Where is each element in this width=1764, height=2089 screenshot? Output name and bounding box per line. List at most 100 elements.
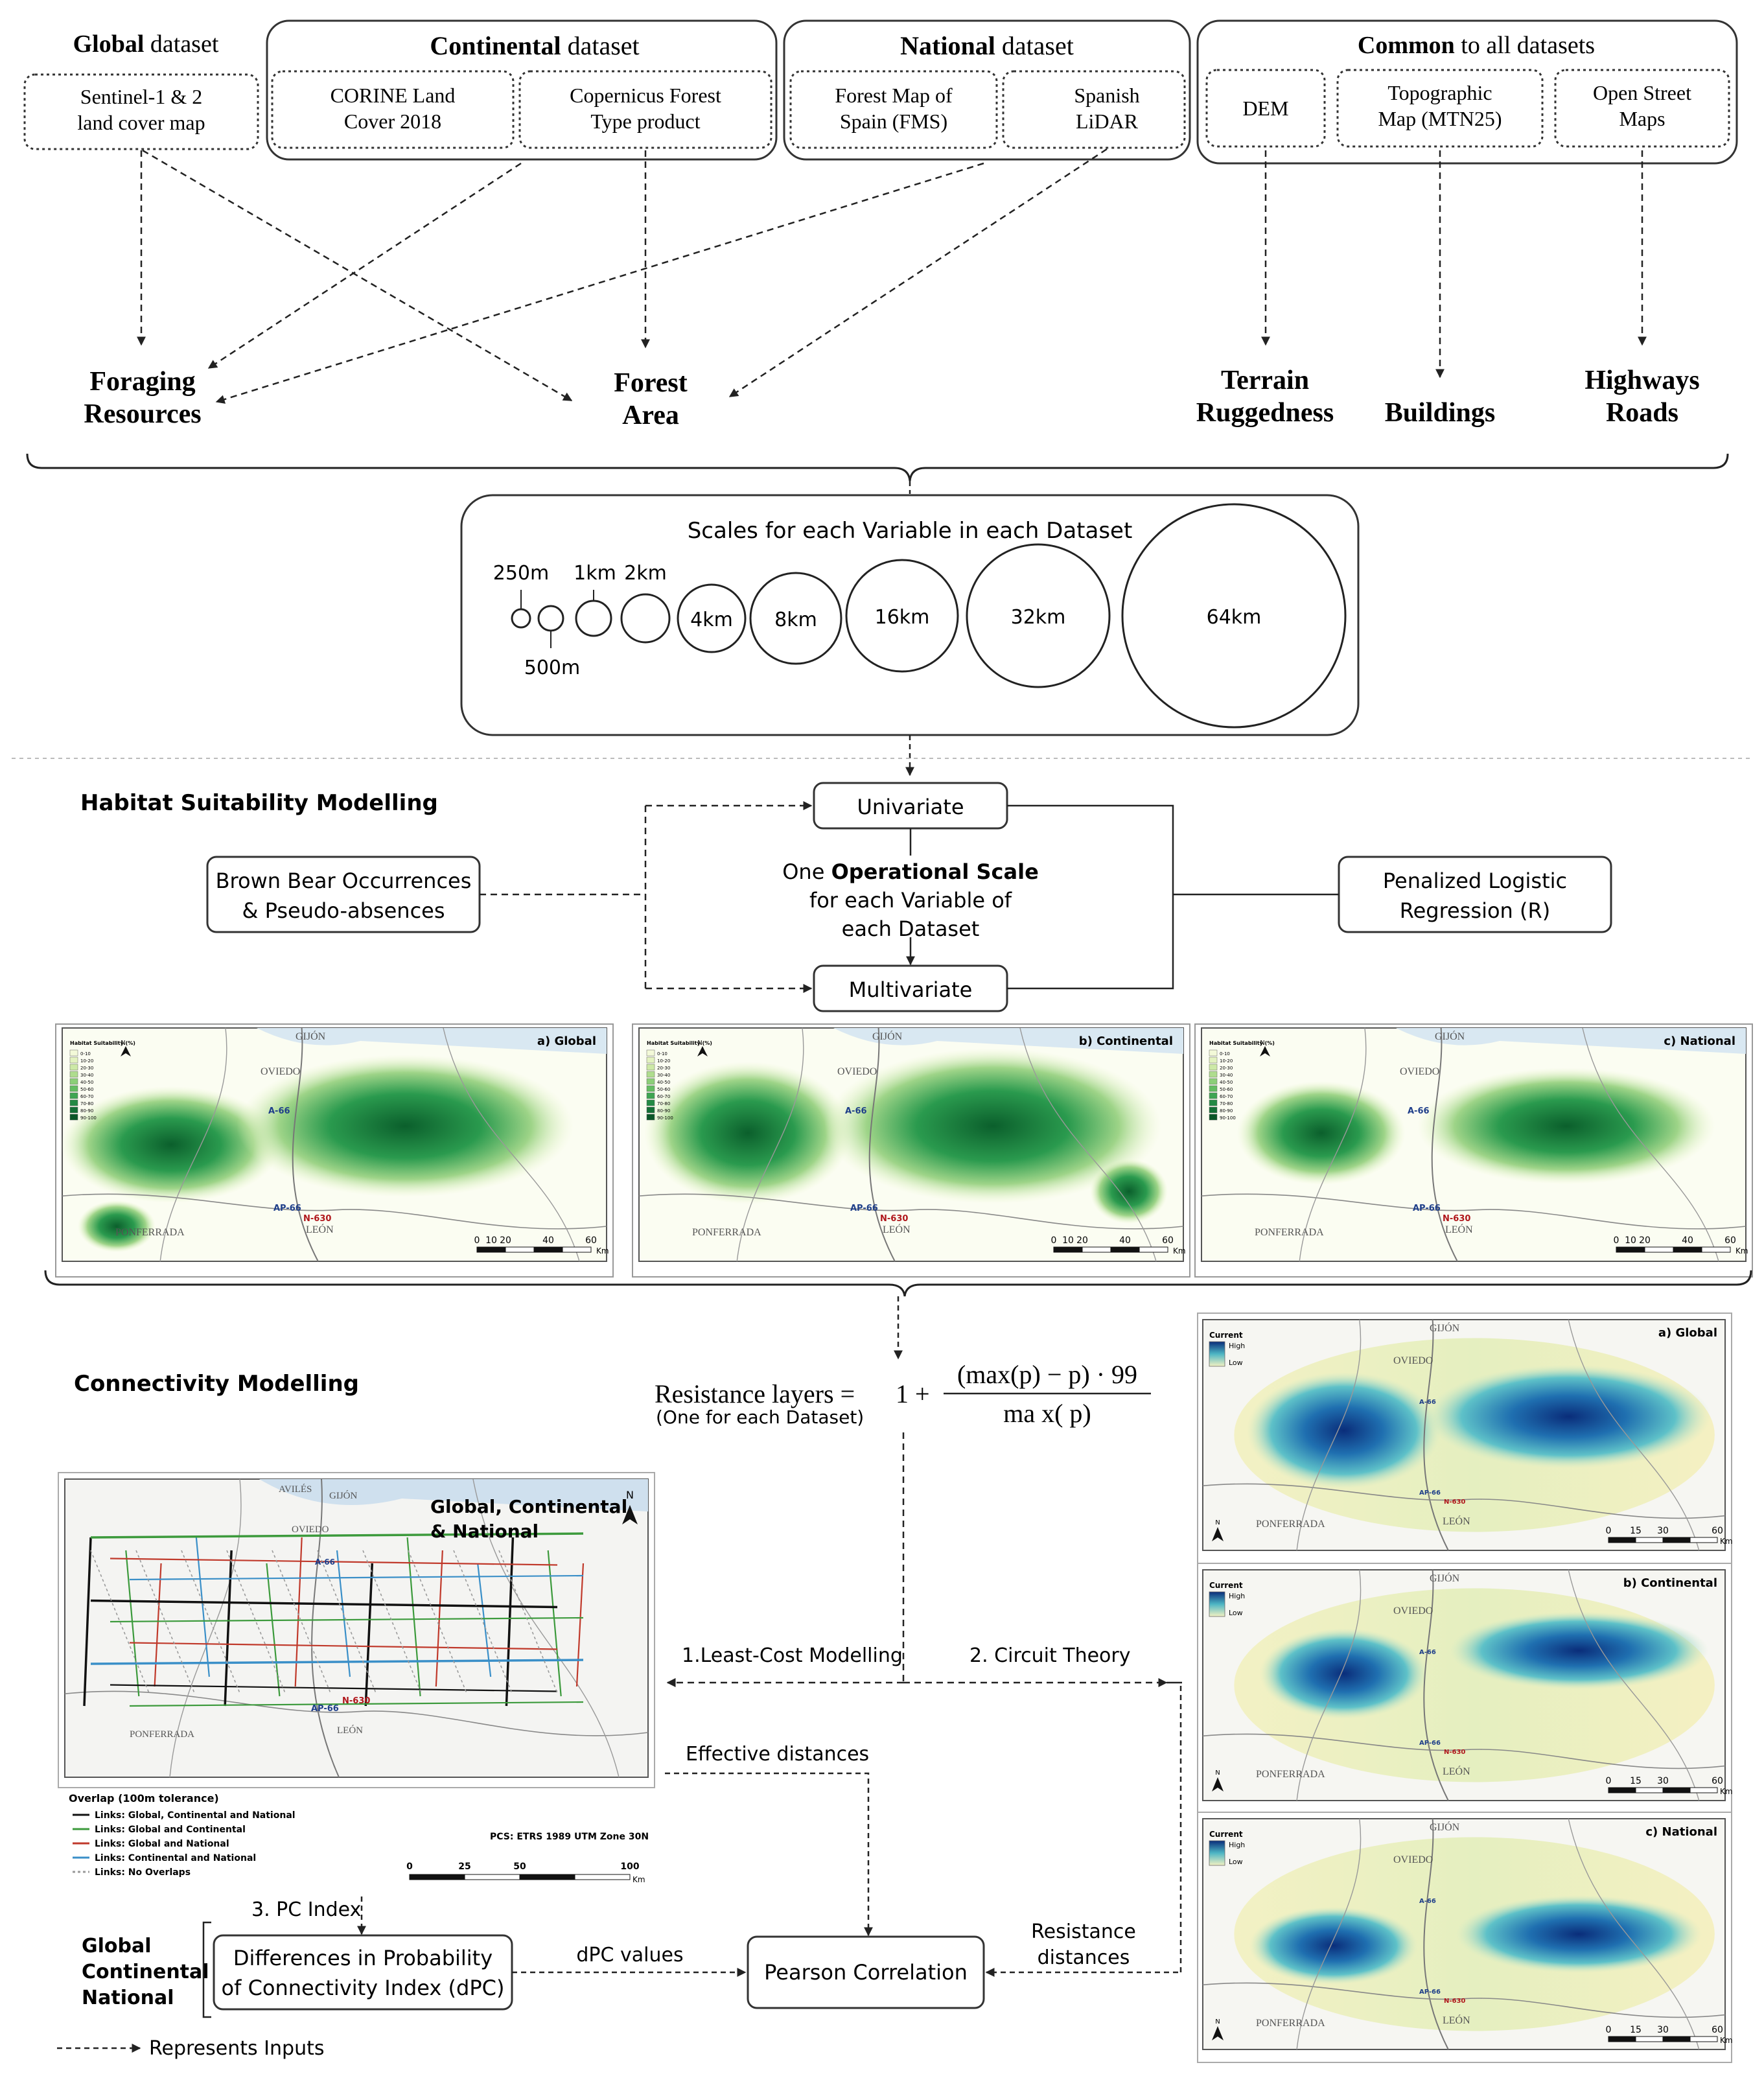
dpc-values-label: dPC values <box>576 1944 683 1966</box>
current-north-label: N <box>1215 1769 1220 1777</box>
arrow-sentinel-forest <box>142 149 573 402</box>
effective-label: Effective distances <box>686 1743 869 1766</box>
highways-line1: Highways <box>1584 366 1699 395</box>
sentinel-line2: land cover map <box>77 111 205 134</box>
current-legend-low: Low <box>1229 1609 1243 1617</box>
lidar-line1: Spanish <box>1074 84 1139 107</box>
fms-box <box>789 70 998 149</box>
current-panel-label: b) Continental <box>1623 1576 1717 1590</box>
place-n630: N-630 <box>1443 1214 1470 1224</box>
suitability-scalebar-tick: 60 <box>1162 1235 1174 1246</box>
current-scalebar-tick: 0 <box>1606 2025 1612 2035</box>
lcp-scalebar-tick: 100 <box>620 1861 639 1872</box>
lcp-map-title-line1: Global, Continental <box>430 1496 627 1517</box>
scale-circle-16km <box>845 559 959 673</box>
current-place-oviedo: OVIEDO <box>1393 1355 1433 1366</box>
arrow-fms-foraging <box>215 162 984 404</box>
place-n630: N-630 <box>880 1214 908 1224</box>
sentinel-box <box>23 73 259 150</box>
dataset-arrows <box>137 148 1647 404</box>
univariate-label: Univariate <box>857 795 964 819</box>
current-place-oviedo: OVIEDO <box>1393 1854 1433 1865</box>
osm-box <box>1554 69 1730 148</box>
current-north-label: N <box>1215 2018 1220 2025</box>
osm-line2: Maps <box>1619 107 1665 130</box>
lcp-legend-item: Links: Global and Continental <box>95 1825 246 1835</box>
current-panel-label: a) Global <box>1658 1326 1717 1340</box>
dataset-list-continental: Continental <box>82 1961 209 1983</box>
suitability-legend-class: 40-50 <box>1220 1080 1233 1085</box>
highways-line2: Roads <box>1606 398 1678 428</box>
resistance-line2: distances <box>1038 1946 1130 1969</box>
lcp-map-title-line2: & National <box>430 1521 539 1542</box>
current-place-gijon: GIJÓN <box>1430 1572 1460 1584</box>
suitability-legend-class: 90-100 <box>1220 1115 1236 1121</box>
current-legend-high: High <box>1229 1841 1245 1849</box>
suitability-scalebar-tick: 0 <box>474 1235 480 1246</box>
scale-label-4km: 4km <box>690 609 733 631</box>
current-north-label: N <box>1215 1519 1220 1526</box>
suitability-legend-class: 60-70 <box>80 1094 93 1099</box>
forest-line2: Area <box>622 401 679 430</box>
scale-label-8km: 8km <box>774 609 817 631</box>
suitability-panel-label: c) National <box>1664 1034 1735 1048</box>
lcp-legend-title: Overlap (100m tolerance) <box>69 1792 219 1804</box>
lcp-scalebar-tick: 50 <box>513 1861 526 1872</box>
scales-title: Scales for each Variable in each Dataset <box>688 518 1133 544</box>
suitability-scalebar-tick: 20 <box>1076 1235 1088 1246</box>
lcp-place-aviles: AVILÉS <box>279 1484 312 1495</box>
suitability-scalebar-tick: 40 <box>1682 1235 1693 1246</box>
place-ap66: AP-66 <box>1413 1204 1441 1213</box>
place-a66: A-66 <box>268 1106 290 1116</box>
terrain-line2: Ruggedness <box>1196 398 1334 428</box>
operational-line1: One Operational Scale <box>782 859 1039 884</box>
lcp-legend-item: Links: Continental and National <box>95 1853 256 1863</box>
maps-brace <box>44 1270 1752 1297</box>
current-panel-label: c) National <box>1645 1825 1717 1839</box>
connectivity-title: Connectivity Modelling <box>74 1371 359 1397</box>
hsm-section: Habitat Suitability Modelling Univariate… <box>80 782 1612 1012</box>
lcp-place-oviedo: OVIEDO <box>292 1524 329 1535</box>
suitability-legend-class: 10-20 <box>657 1058 670 1064</box>
current-legend-title: Current <box>1209 1581 1243 1590</box>
place-ap66: AP-66 <box>850 1204 878 1213</box>
current-place-a66: A-66 <box>1419 1649 1436 1656</box>
north-arrow-label: N <box>697 1040 702 1047</box>
dpc-line1: Differences in Probability <box>233 1946 493 1970</box>
north-arrow-label: N <box>1260 1040 1264 1047</box>
current-scalebar-tick: 30 <box>1657 2025 1669 2035</box>
suitability-legend-class: 30-40 <box>80 1073 93 1078</box>
fms-line2: Spain (FMS) <box>840 110 947 133</box>
suitability-scalebar-tick: 20 <box>1639 1235 1651 1246</box>
scale-circle-8km <box>749 572 842 665</box>
suitability-legend-class: 20-30 <box>657 1066 670 1071</box>
place-leon: LEÓN <box>883 1223 911 1235</box>
copernicus-line1: Copernicus Forest <box>570 84 721 107</box>
suitability-legend-class: 0-10 <box>657 1051 667 1056</box>
place-leon: LEÓN <box>306 1223 334 1235</box>
occurrences-line1: Brown Bear Occurrences <box>216 869 472 893</box>
lcp-legend-item: Links: Global, Continental and National <box>95 1810 296 1821</box>
scale-label-250m: 250m <box>493 562 549 585</box>
scale-circle-2km <box>620 593 671 644</box>
osm-line1: Open Street <box>1593 81 1691 104</box>
suitability-scalebar-tick: 40 <box>542 1235 554 1246</box>
mtn25-line1: Topographic <box>1387 81 1492 104</box>
variables-row: Foraging Resources Forest Area Terrain R… <box>84 366 1699 430</box>
current-legend-title: Current <box>1209 1830 1243 1839</box>
lidar-line2: LiDAR <box>1076 110 1139 133</box>
formula-denominator: ma x( p) <box>1003 1399 1091 1428</box>
national-frame <box>783 19 1191 161</box>
current-place-ap66: AP-66 <box>1419 1989 1441 1996</box>
current-scalebar-tick: 60 <box>1712 2025 1723 2035</box>
suitability-legend-class: 0-10 <box>80 1051 91 1056</box>
current-place-ap66: AP-66 <box>1419 1489 1441 1497</box>
suitability-legend-class: 40-50 <box>657 1080 670 1085</box>
dataset-global-group: Global dataset Sentinel-1 & 2 land cover… <box>23 30 259 150</box>
regression-bracket <box>1007 804 1174 990</box>
lcp-legend-item: Links: Global and National <box>95 1839 229 1849</box>
place-gijon: GIJÓN <box>1435 1030 1465 1042</box>
current-scalebar-unit: Km <box>1720 2036 1733 2045</box>
dataset-common-group: Common to all datasets DEM Topographic M… <box>1196 19 1738 165</box>
